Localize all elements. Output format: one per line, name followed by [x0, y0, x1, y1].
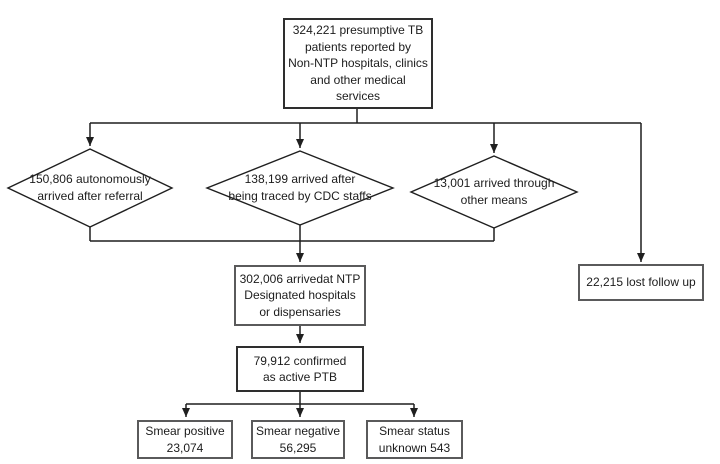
node-confirmed-ptb-line: as active PTB	[262, 370, 338, 384]
node-autonomous-line: arrived after referral	[37, 189, 143, 203]
node-smear-positive-line: Smear positive	[145, 424, 225, 438]
node-ntp-arrival-line: Designated hospitals	[244, 288, 356, 303]
node-source: 324,221 presumptive TB patients reported…	[283, 18, 433, 109]
node-autonomous-line: 150,806 autonomously	[29, 172, 151, 186]
node-lost-follow-up-line: 22,215 lost follow up	[586, 275, 696, 290]
node-other-means-label: 13,001 arrived through other means	[414, 169, 574, 215]
node-traced-label: 138,199 arrived after being traced by CD…	[215, 165, 385, 211]
node-ntp-arrival-line: or dispensaries	[259, 304, 341, 319]
node-traced-line: being traced by CDC staffs	[228, 189, 372, 203]
node-confirmed-ptb: 79,912 confirmed as active PTB	[236, 346, 364, 392]
node-smear-negative-line: Smear negative	[255, 424, 341, 438]
node-smear-positive: Smear positive 23,074	[137, 420, 233, 459]
node-lost-follow-up: 22,215 lost follow up	[578, 264, 704, 301]
node-traced-line: 138,199 arrived after	[244, 172, 356, 186]
node-other-means-line: other means	[460, 193, 528, 207]
node-ntp-arrival: 302,006 arrivedat NTP Designated hospita…	[234, 265, 366, 326]
node-smear-unknown: Smear status unknown 543	[366, 420, 463, 459]
node-confirmed-ptb-line: 79,912 confirmed	[253, 353, 347, 368]
node-smear-unknown-line: unknown 543	[378, 440, 451, 455]
node-autonomous-label: 150,806 autonomously arrived after refer…	[8, 165, 172, 211]
node-source-line: Non-NTP hospitals, clinics	[288, 56, 428, 71]
node-ntp-arrival-line: 302,006 arrivedat NTP	[239, 271, 361, 286]
node-smear-negative-line: 56,295	[279, 440, 317, 455]
node-source-line: 324,221 presumptive TB	[292, 23, 424, 38]
node-smear-negative: Smear negative 56,295	[251, 420, 345, 459]
node-smear-unknown-line: Smear status	[379, 424, 450, 438]
node-source-line: and other medical	[310, 72, 406, 87]
node-other-means-line: 13,001 arrived through	[433, 176, 555, 190]
node-source-line: patients reported by	[304, 39, 412, 54]
node-source-line: services	[335, 89, 380, 104]
node-smear-positive-line: 23,074	[166, 440, 204, 455]
